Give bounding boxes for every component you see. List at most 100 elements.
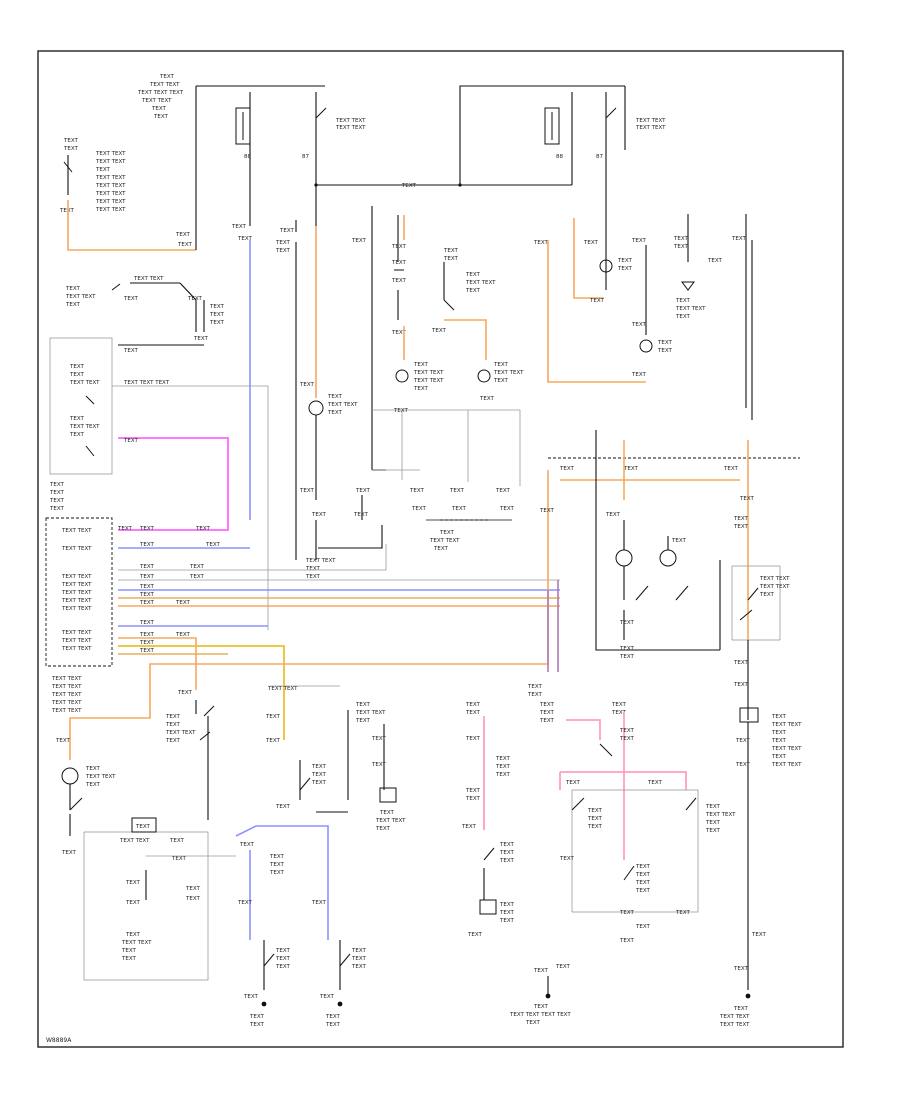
svg-text:TEXT: TEXT: [351, 238, 367, 244]
svg-text:TEXT: TEXT: [371, 736, 387, 742]
svg-text:TEXT: TEXT: [611, 702, 627, 708]
svg-text:TEXT TEXT: TEXT TEXT: [465, 280, 496, 286]
svg-text:TEXT: TEXT: [69, 364, 85, 370]
svg-text:TEXT TEXT: TEXT TEXT: [61, 574, 92, 580]
svg-text:TEXT: TEXT: [139, 584, 155, 590]
switch-module-left: TEXT TEXT TEXT TEXT TEXT TEXT TEXT TEXT …: [45, 276, 560, 700]
svg-text:TEXT: TEXT: [209, 304, 225, 310]
svg-text:TEXT TEXT: TEXT TEXT: [61, 606, 92, 612]
svg-text:TEXT: TEXT: [533, 1004, 549, 1010]
svg-text:TEXT: TEXT: [733, 524, 749, 530]
svg-text:TEXT: TEXT: [635, 924, 651, 930]
svg-text:TEXT: TEXT: [619, 728, 635, 734]
fuse-left: TEXT TEXT TEXT TEXT TEXT TEXT TEXT TEXT …: [59, 138, 197, 251]
svg-text:TEXT: TEXT: [165, 722, 181, 728]
svg-text:TEXT: TEXT: [139, 648, 155, 654]
svg-text:87: 87: [596, 154, 603, 160]
svg-text:TEXT: TEXT: [351, 964, 367, 970]
svg-text:TEXT: TEXT: [325, 1014, 341, 1020]
svg-text:TEXT: TEXT: [355, 702, 371, 708]
underhood-fuse-relay-block: TEXT TEXT TEXT TEXT TEXT TEXT TEXT TEXT …: [137, 74, 625, 226]
svg-text:TEXT: TEXT: [311, 512, 327, 518]
svg-text:TEXT: TEXT: [69, 372, 85, 378]
svg-text:TEXT TEXT: TEXT TEXT: [95, 199, 126, 205]
svg-text:TEXT TEXT: TEXT TEXT: [51, 692, 82, 698]
svg-text:TEXT: TEXT: [121, 956, 137, 962]
svg-text:TEXT: TEXT: [55, 738, 71, 744]
svg-text:TEXT TEXT: TEXT TEXT: [51, 684, 82, 690]
svg-text:TEXT TEXT: TEXT TEXT: [429, 538, 460, 544]
svg-text:TEXT TEXT: TEXT TEXT: [51, 676, 82, 682]
svg-text:TEXT TEXT: TEXT TEXT: [327, 402, 358, 408]
right-junction: TEXT TEXT TEXT TEXT TEXT TEXT TEXT TEXT …: [539, 430, 800, 720]
svg-text:TEXT: TEXT: [559, 466, 575, 472]
svg-text:TEXT: TEXT: [675, 910, 691, 916]
relay-right-top: TEXT TEXT TEXT TEXT 88 87: [544, 86, 666, 230]
svg-text:TEXT: TEXT: [735, 762, 751, 768]
svg-text:TEXT: TEXT: [139, 542, 155, 548]
svg-text:TEXT: TEXT: [533, 968, 549, 974]
svg-text:TEXT: TEXT: [391, 260, 407, 266]
svg-text:TEXT: TEXT: [465, 710, 481, 716]
svg-text:TEXT: TEXT: [375, 826, 391, 832]
svg-text:TEXT: TEXT: [185, 886, 201, 892]
svg-text:TEXT: TEXT: [355, 718, 371, 724]
svg-text:TEXT: TEXT: [751, 932, 767, 938]
svg-text:TEXT: TEXT: [413, 386, 429, 392]
svg-text:TEXT TEXT: TEXT TEXT: [771, 762, 802, 768]
svg-text:TEXT: TEXT: [275, 804, 291, 810]
diagram-code: W8889A: [46, 1037, 72, 1044]
svg-text:TEXT TEXT: TEXT TEXT: [719, 1014, 750, 1020]
svg-text:TEXT: TEXT: [189, 564, 205, 570]
svg-text:TEXT: TEXT: [439, 530, 455, 536]
svg-text:TEXT: TEXT: [185, 896, 201, 902]
svg-text:TEXT: TEXT: [305, 574, 321, 580]
svg-text:TEXT: TEXT: [499, 842, 515, 848]
svg-text:TEXT: TEXT: [63, 146, 79, 152]
svg-text:TEXT: TEXT: [61, 850, 77, 856]
svg-text:TEXT: TEXT: [353, 512, 369, 518]
svg-text:TEXT: TEXT: [465, 788, 481, 794]
svg-text:TEXT TEXT: TEXT TEXT: [165, 730, 196, 736]
svg-text:TEXT: TEXT: [125, 880, 141, 886]
rear-lamp-center: TEXT TEXT TEXT TEXT TEXT TEXT TEXT TEXT …: [409, 488, 515, 552]
svg-text:TEXT TEXT: TEXT TEXT: [705, 812, 736, 818]
right-upper-lamps: TEXT TEXT TEXT TEXT TEXT TEXT TEXT TEXT …: [533, 214, 753, 420]
svg-text:TEXT: TEXT: [139, 640, 155, 646]
svg-text:TEXT: TEXT: [175, 632, 191, 638]
bottom-center-left: TEXT TEXT TEXT TEXT TEXT TEXT TEXT TEXT …: [235, 685, 406, 1028]
svg-text:TEXT TEXT: TEXT TEXT: [413, 370, 444, 376]
svg-text:TEXT: TEXT: [123, 348, 139, 354]
svg-text:TEXT TEXT: TEXT TEXT: [51, 708, 82, 714]
svg-text:TEXT: TEXT: [733, 660, 749, 666]
svg-text:TEXT: TEXT: [269, 870, 285, 876]
svg-text:TEXT: TEXT: [189, 574, 205, 580]
svg-text:TEXT TEXT: TEXT TEXT: [141, 98, 172, 104]
svg-text:TEXT: TEXT: [311, 900, 327, 906]
svg-text:TEXT TEXT: TEXT TEXT: [61, 590, 92, 596]
svg-text:TEXT: TEXT: [413, 362, 429, 368]
svg-text:TEXT: TEXT: [299, 382, 315, 388]
svg-text:TEXT: TEXT: [527, 684, 543, 690]
svg-text:TEXT: TEXT: [619, 654, 635, 660]
svg-text:TEXT: TEXT: [239, 842, 255, 848]
svg-text:TEXT: TEXT: [275, 956, 291, 962]
svg-text:TEXT: TEXT: [707, 258, 723, 264]
svg-text:TEXT: TEXT: [195, 526, 211, 532]
svg-text:TEXT TEXT: TEXT TEXT: [493, 370, 524, 376]
svg-text:TEXT: TEXT: [675, 314, 691, 320]
svg-text:TEXT: TEXT: [433, 546, 449, 552]
svg-text:TEXT TEXT: TEXT TEXT: [119, 838, 150, 844]
svg-text:TEXT TEXT: TEXT TEXT: [61, 598, 92, 604]
svg-text:TEXT: TEXT: [451, 506, 467, 512]
svg-text:TEXT: TEXT: [631, 322, 647, 328]
svg-text:TEXT: TEXT: [611, 710, 627, 716]
svg-text:TEXT: TEXT: [527, 692, 543, 698]
svg-text:TEXT: TEXT: [619, 620, 635, 626]
svg-text:TEXT: TEXT: [705, 828, 721, 834]
svg-text:TEXT: TEXT: [499, 910, 515, 916]
svg-text:TEXT: TEXT: [617, 266, 633, 272]
svg-text:TEXT: TEXT: [647, 780, 663, 786]
svg-text:TEXT TEXT: TEXT TEXT: [61, 582, 92, 588]
